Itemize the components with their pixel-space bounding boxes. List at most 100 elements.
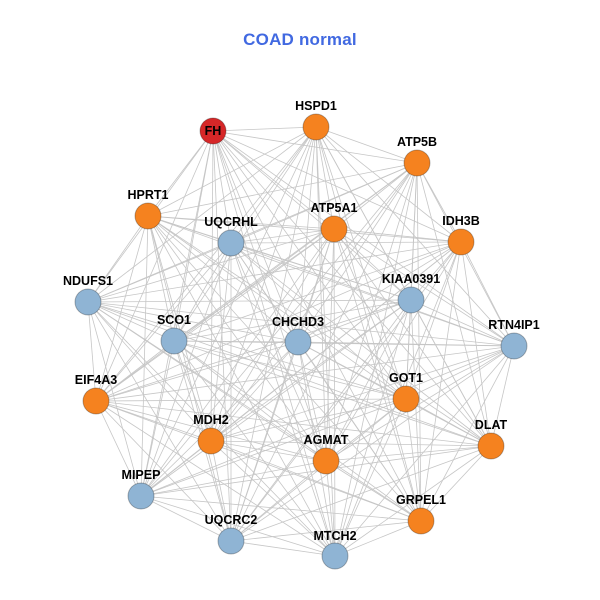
- node-eif4a3: EIF4A3: [75, 373, 117, 415]
- node-label-sco1: SCO1: [157, 313, 191, 327]
- edge: [334, 445, 492, 557]
- node-label-uqcrc2: UQCRC2: [205, 513, 258, 527]
- edge: [147, 215, 212, 442]
- edge: [147, 215, 462, 243]
- node-uqcrc2: UQCRC2: [205, 513, 258, 555]
- edge: [297, 341, 336, 557]
- edge: [87, 215, 149, 303]
- edge: [173, 241, 462, 342]
- node-atp5a1: ATP5A1: [310, 201, 358, 243]
- edge: [87, 241, 462, 303]
- node-grpel1: GRPEL1: [396, 493, 446, 535]
- edge: [212, 130, 336, 557]
- node-circle-eif4a3: [82, 387, 110, 415]
- edge: [297, 341, 515, 347]
- edge: [95, 398, 407, 402]
- edge: [95, 400, 232, 542]
- edge: [87, 301, 422, 522]
- edge: [95, 162, 418, 402]
- node-hspd1: HSPD1: [295, 99, 337, 141]
- edge: [405, 398, 492, 447]
- edge: [95, 400, 142, 497]
- edge: [140, 440, 212, 497]
- edge: [95, 126, 317, 402]
- edge: [147, 215, 335, 230]
- node-circle-hspd1: [302, 113, 330, 141]
- node-circle-idh3b: [447, 228, 475, 256]
- node-circle-rtn4ip1: [500, 332, 528, 360]
- edge: [230, 341, 299, 542]
- edge: [95, 340, 175, 402]
- edge: [210, 440, 492, 447]
- edge: [230, 242, 515, 347]
- node-label-atp5b: ATP5B: [397, 135, 437, 149]
- edge: [297, 299, 412, 343]
- node-label-chchd3: CHCHD3: [272, 315, 324, 329]
- edge: [140, 242, 232, 497]
- edge: [333, 228, 515, 347]
- edge: [87, 299, 412, 303]
- edge: [230, 520, 422, 542]
- edge: [405, 299, 412, 400]
- edge: [405, 241, 462, 400]
- edge: [230, 241, 462, 542]
- node-circle-fh: [199, 117, 227, 145]
- edge: [212, 130, 232, 244]
- edge: [87, 228, 335, 303]
- edge: [87, 301, 407, 400]
- edge: [230, 126, 317, 244]
- edge: [333, 228, 412, 301]
- edge: [173, 228, 335, 342]
- edge: [140, 162, 418, 497]
- node-uqcrhl: UQCRHL: [204, 215, 258, 257]
- edge: [140, 460, 327, 497]
- node-atp5b: ATP5B: [397, 135, 437, 177]
- node-label-mdh2: MDH2: [193, 413, 228, 427]
- node-label-ndufs1: NDUFS1: [63, 274, 113, 288]
- edge: [95, 341, 299, 402]
- edge: [297, 341, 327, 462]
- node-mipep: MIPEP: [122, 468, 160, 510]
- edge: [95, 299, 412, 402]
- edge: [315, 126, 335, 230]
- edge: [230, 460, 327, 542]
- edge: [173, 340, 422, 522]
- edge: [230, 242, 412, 301]
- edge: [210, 440, 336, 557]
- edge: [297, 162, 418, 343]
- edge: [210, 440, 232, 542]
- edge: [87, 301, 97, 402]
- edge: [230, 242, 327, 462]
- node-circle-atp5a1: [320, 215, 348, 243]
- edge: [420, 345, 515, 522]
- node-circle-sco1: [160, 327, 188, 355]
- node-ndufs1: NDUFS1: [63, 274, 113, 316]
- edge: [325, 228, 335, 462]
- edge: [147, 215, 175, 342]
- edge: [87, 242, 232, 303]
- edge: [297, 241, 462, 343]
- edge: [212, 130, 515, 347]
- edge: [334, 520, 422, 557]
- node-circle-grpel1: [407, 507, 435, 535]
- edge: [147, 162, 418, 217]
- edge: [230, 162, 418, 542]
- edge: [140, 299, 412, 497]
- node-rtn4ip1: RTN4IP1: [488, 318, 540, 360]
- node-label-hprt1: HPRT1: [128, 188, 169, 202]
- node-circle-mipep: [127, 482, 155, 510]
- node-label-mtch2: MTCH2: [313, 529, 356, 543]
- edge: [87, 301, 175, 342]
- node-sco1: SCO1: [157, 313, 191, 355]
- node-circle-agmat: [312, 447, 340, 475]
- edge: [140, 340, 175, 497]
- edges: [87, 126, 515, 557]
- node-dlat: DLAT: [475, 418, 508, 460]
- node-label-kiaa0391: KIAA0391: [382, 272, 440, 286]
- edge: [315, 126, 407, 400]
- edge: [87, 301, 492, 447]
- edge: [230, 445, 492, 542]
- node-label-got1: GOT1: [389, 371, 423, 385]
- edge: [212, 130, 418, 164]
